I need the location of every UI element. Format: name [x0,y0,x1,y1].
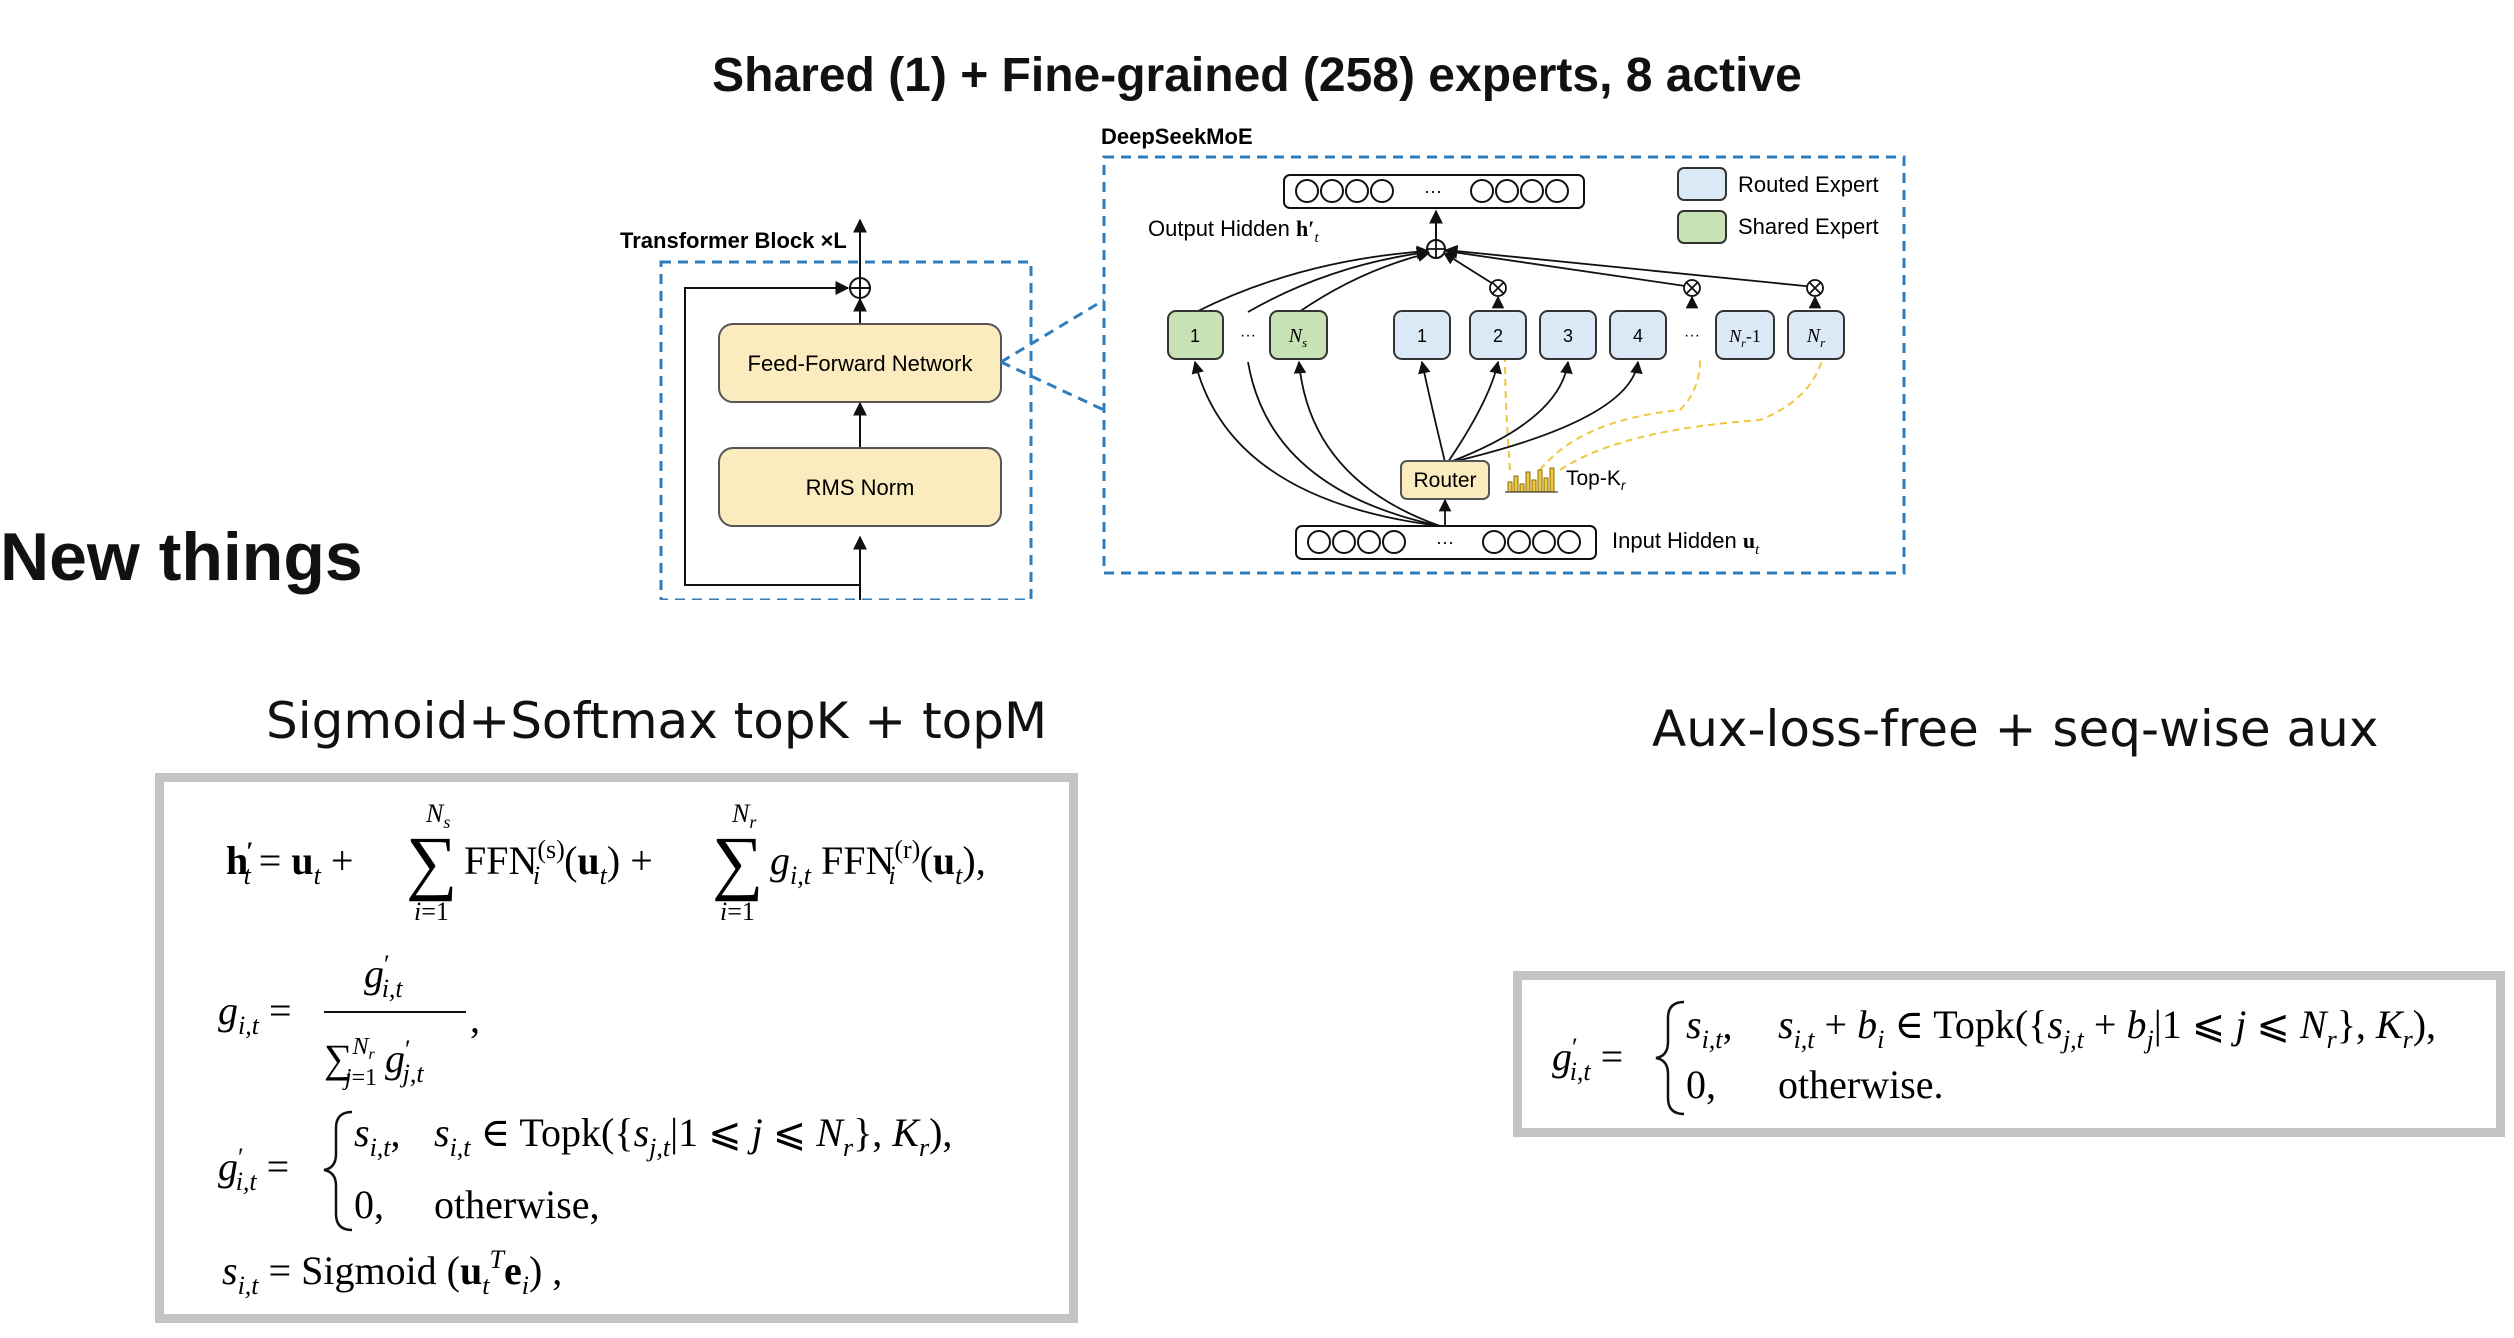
svg-text:g′i,t =: g′i,t = [218,1143,289,1196]
output-hidden-vector: ··· [1283,174,1585,209]
svg-text:Nr: Nr [731,799,757,832]
svg-text:∑Nrj=1g′j,t: ∑Nrj=1g′j,t [324,1034,424,1091]
svg-text:i=1: i=1 [720,897,755,926]
moe-architecture-diagram: Transformer Block ×L Feed-Forward Networ… [620,124,1906,600]
svg-text:si,t ∈ Topk({sj,t|1 ⩽ j ⩽ Nr},: si,t ∈ Topk({sj,t|1 ⩽ j ⩽ Nr}, Kr), [434,1110,952,1162]
legend-shared-label: Shared Expert [1738,214,1879,239]
router-box [1400,460,1490,500]
formula-box-aux-free: g′i,t = si,t, si,t + bi ∈ Topk({sj,t + b… [1513,971,2505,1137]
aux-free-equation: g′i,t = si,t, si,t + bi ∈ Topk({sj,t + b… [1552,1000,2436,1116]
svg-text:gi,t =: gi,t = [218,988,292,1040]
svg-text:g′i,t =: g′i,t = [1552,1033,1623,1086]
moe-title: DeepSeekMoE [1101,124,1253,149]
svg-text:,: , [470,996,480,1041]
svg-text:0,: 0, [1686,1062,1716,1107]
topk-histogram-icon [1505,467,1558,493]
svg-text:1: 1 [1417,326,1427,346]
svg-text:otherwise,: otherwise, [434,1182,600,1227]
svg-text:···: ··· [1436,532,1454,552]
svg-text:si,t + bi ∈ Topk({sj,t + bj|1: si,t + bi ∈ Topk({sj,t + bj|1 ⩽ j ⩽ Nr},… [1778,1002,2436,1054]
transformer-dashed-border [659,260,1033,600]
residual-connection [684,281,860,586]
slide-title: Shared (1) + Fine-grained (258) experts,… [712,49,1802,102]
legend-shared-swatch [1677,210,1727,244]
svg-text:0,: 0, [354,1182,384,1227]
gating-equations: h′t= ut + ∑ Ns i=1 FFN(s)i(ut) + ∑ Nr i=… [218,799,986,1300]
svg-text:g′i,t: g′i,t [364,950,403,1003]
svg-text:···: ··· [1424,181,1442,201]
svg-text:gi,t FFN(r)i(ut),: gi,t FFN(r)i(ut), [770,835,986,890]
formula-box-gating: h′t= ut + ∑ Ns i=1 FFN(s)i(ut) + ∑ Nr i=… [155,773,1078,1323]
svg-text:···: ··· [1240,327,1256,344]
ffn-label: Feed-Forward Network [748,351,974,376]
svg-text:2: 2 [1493,326,1503,346]
shared-expert-box [1167,310,1224,360]
transformer-block: Transformer Block ×L Feed-Forward Networ… [620,218,1033,600]
svg-text:otherwise.: otherwise. [1778,1062,1944,1107]
svg-text:Ns: Ns [425,799,450,832]
deepseekmoe-block: DeepSeekMoE ··· Output Hidden h′t [1101,124,1906,575]
output-hidden-label: Output Hidden h′t [1148,216,1319,246]
routed-experts: 1 2 3 4 ··· Nr-1 Nr [1393,310,1845,360]
section-heading: New things [0,519,363,595]
svg-text:∑: ∑ [712,822,763,902]
svg-text:3: 3 [1563,326,1573,346]
gate-lines [1504,359,1823,471]
svg-text:1: 1 [1190,326,1200,346]
shared-experts: 1 ··· Ns [1167,310,1328,360]
svg-text:si,t,: si,t, [354,1110,401,1162]
rmsnorm-label: RMS Norm [806,475,915,500]
input-hidden-vector: ··· [1295,525,1597,560]
svg-text:···: ··· [1684,327,1700,344]
svg-text:si,t,: si,t, [1686,1002,1733,1054]
legend-routed-label: Routed Expert [1738,172,1879,197]
legend: Routed Expert Shared Expert [1677,167,1879,244]
shared-expert-box [1269,310,1328,360]
svg-text:si,t = Sigmoid (utTei) ,: si,t = Sigmoid (utTei) , [222,1245,562,1300]
router-label: Router [1413,469,1476,492]
legend-routed-swatch [1677,167,1727,201]
svg-text:i=1: i=1 [414,897,449,926]
svg-text:4: 4 [1633,326,1643,346]
svg-text:∑: ∑ [406,822,457,902]
svg-text:FFN(s)i(ut) +: FFN(s)i(ut) + [464,835,653,890]
moe-dashed-border [1102,155,1906,575]
topk-label: Top-Kr [1566,467,1627,493]
right-caption: Aux-loss-free + seq-wise aux [1652,700,2379,758]
svg-text:h′t= ut +: h′t= ut + [226,837,353,890]
gate-multiplier-icons [1489,279,1824,297]
left-caption: Sigmoid+Softmax topK + topM [266,692,1048,750]
transformer-block-label: Transformer Block ×L [620,228,847,253]
rmsnorm-box [718,447,1002,527]
input-hidden-label: Input Hidden ut [1612,528,1760,558]
